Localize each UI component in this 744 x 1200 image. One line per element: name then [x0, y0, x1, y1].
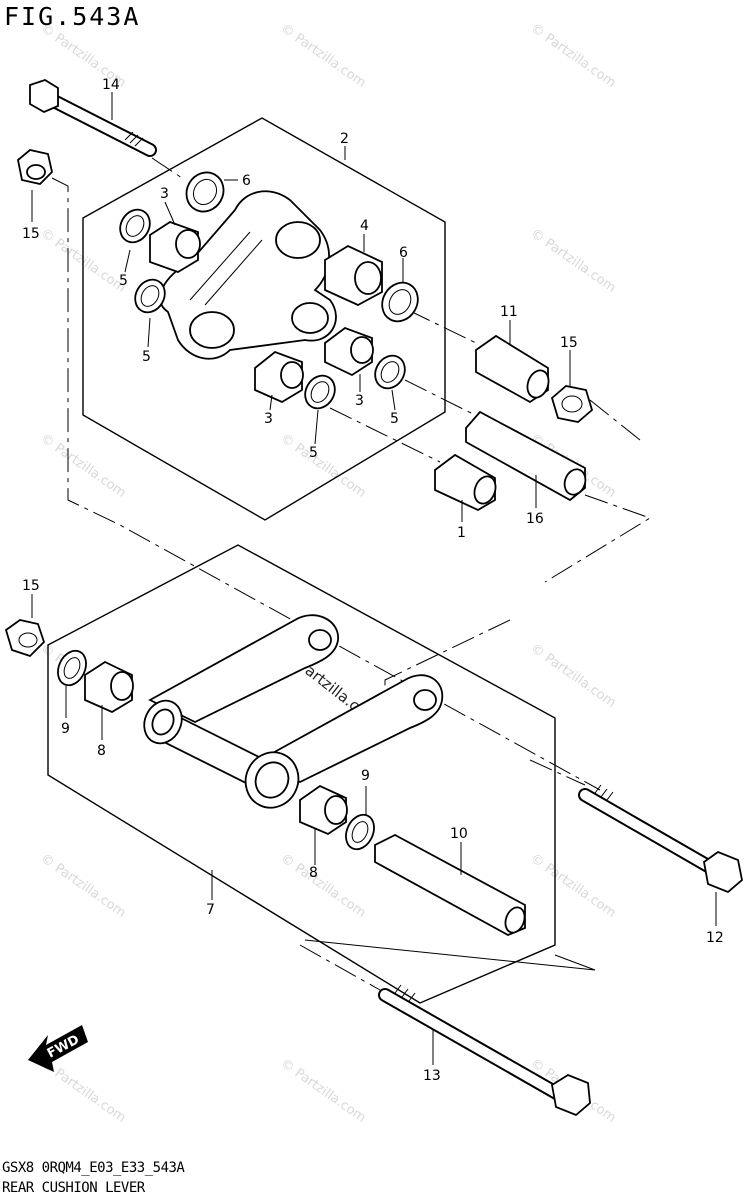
- nut-15-right: [550, 385, 594, 423]
- bolt-13: [378, 984, 591, 1117]
- collar-16: [465, 410, 587, 502]
- callout-6: 6: [399, 245, 408, 261]
- watermark: © Partzilla.com: [528, 226, 619, 296]
- watermark: © Partzilla.com: [528, 851, 619, 921]
- callout-16: 16: [526, 511, 544, 527]
- seal-9: [57, 649, 87, 687]
- callout-2: 2: [340, 131, 349, 147]
- bearing-8: [84, 660, 134, 714]
- watermark: © Partzilla.com: [278, 1056, 369, 1126]
- callout-8: 8: [97, 743, 106, 759]
- seal-5: [134, 278, 166, 314]
- watermark: © Partzilla.com: [278, 21, 369, 91]
- callout-3: 3: [264, 411, 273, 427]
- callout-15: 15: [22, 578, 40, 594]
- callout-14: 12: [706, 930, 724, 946]
- cushion-lever: [159, 190, 337, 360]
- diagram-code: GSX8 0RQM4_E03_E33_543A: [2, 1160, 185, 1176]
- callout-3: 3: [160, 186, 169, 202]
- bearing-3: [149, 221, 201, 273]
- assembly-7-outline: [47, 544, 556, 1004]
- assembly-2-outline: [82, 117, 446, 521]
- seal-6: [185, 171, 225, 213]
- callout-15: 15: [560, 335, 578, 351]
- watermark-layer: © Partzilla.com © Partzilla.com © Partzi…: [38, 21, 619, 1126]
- direction-triangle: [304, 939, 596, 971]
- callout-3: 3: [355, 393, 364, 409]
- callout-labels: 14 2 15 6 3 4 6 5 5 11 15 3 3 5 5 16 1 1…: [22, 77, 724, 1084]
- callout-11: 11: [500, 304, 518, 320]
- bearing-8: [299, 784, 348, 836]
- callout-8: 8: [309, 865, 318, 881]
- diagram-description: REAR CUSHION LEVER: [2, 1180, 145, 1196]
- callout-4: 4: [360, 218, 369, 234]
- spacer-1: [434, 453, 497, 512]
- collar-10: [374, 833, 526, 936]
- bolt-14: [578, 784, 743, 894]
- callout-5: 5: [119, 273, 128, 289]
- watermark: © Partzilla.com: [528, 21, 619, 91]
- bearing-4: [324, 244, 383, 307]
- cushion-rod: [143, 614, 444, 809]
- seal-9: [345, 813, 375, 851]
- seal-6: [381, 281, 419, 323]
- callout-1: 1: [457, 525, 466, 541]
- callout-6: 6: [242, 173, 251, 189]
- figure-title: FIG.543A: [4, 2, 141, 31]
- seal-5: [374, 354, 406, 390]
- callout-13: 13: [423, 1068, 441, 1084]
- callout-12: 14: [102, 77, 120, 93]
- callout-5: 5: [142, 349, 151, 365]
- nut-15-lower: [4, 619, 46, 658]
- watermark: © Partzilla.com: [38, 851, 129, 921]
- callout-9: 9: [61, 721, 70, 737]
- callout-9: 9: [361, 768, 370, 784]
- callout-5: 5: [309, 445, 318, 461]
- seal-5: [304, 374, 336, 410]
- bearing-3: [324, 326, 374, 377]
- callout-10: 10: [450, 826, 468, 842]
- callout-7: 7: [206, 902, 215, 918]
- bearing-3: [254, 350, 304, 404]
- leader-lines: [31, 92, 717, 1065]
- bolt-12: [29, 79, 157, 157]
- nut-15-upper: [17, 149, 53, 185]
- watermark: © Partzilla.com: [278, 851, 369, 921]
- seal-5: [119, 208, 151, 244]
- watermark: © Partzilla.com: [38, 431, 129, 501]
- watermark: © Partzilla.com: [528, 641, 619, 711]
- callout-5: 5: [390, 411, 399, 427]
- spacer-11: [475, 334, 550, 404]
- callout-15: 15: [22, 226, 40, 242]
